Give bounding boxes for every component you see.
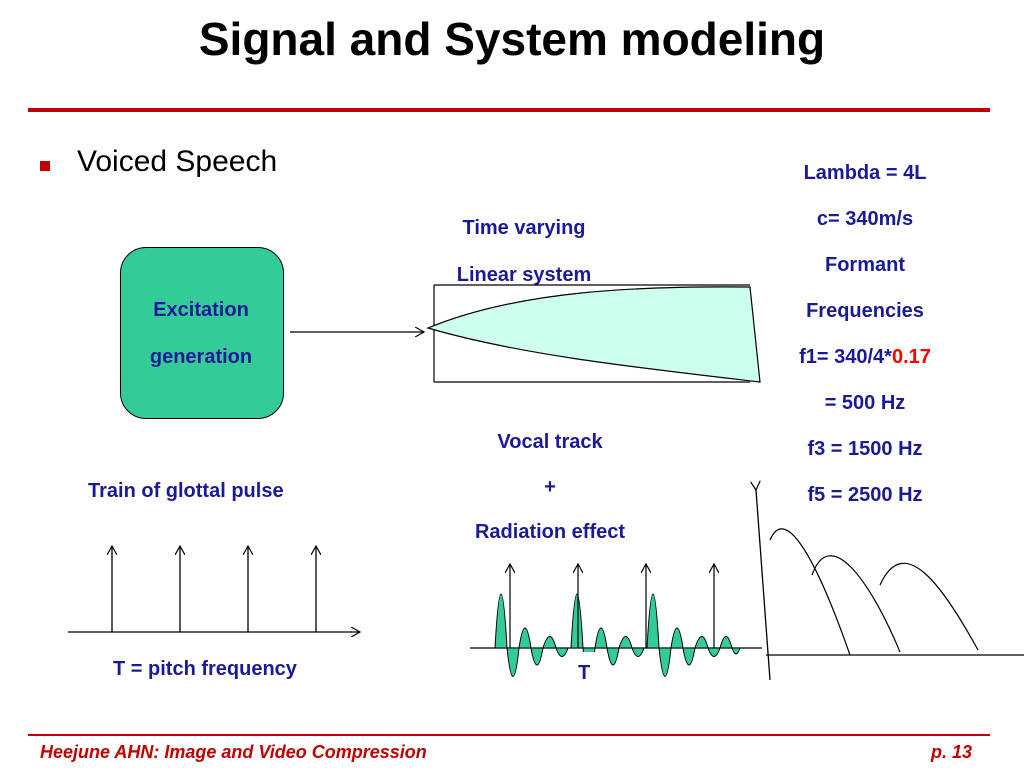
spectrum-envelope [756,490,1024,681]
vocal-line1: Vocal track [497,431,603,453]
title-divider [28,108,990,112]
formant-line4: Frequencies [806,300,924,322]
slide-title: Signal and System modeling [198,13,826,65]
excitation-line2: generation [149,346,253,368]
formant-line8: f5 = 2500 Hz [807,484,923,506]
formant-line3: Formant [825,254,905,276]
formant-line2: c= 340m/s [816,208,914,230]
vocal-line2: + [544,476,556,498]
vocal-tract-shape [426,284,761,383]
excitation-label: Excitation generation [120,287,282,381]
excitation-line1: Excitation [153,299,249,321]
formant-peak-1 [769,528,851,656]
formant-f1-prefix: f1= 340/4* [799,346,892,368]
glottal-pulse-label: Train of glottal pulse [88,480,284,502]
formant-line7: f3 = 1500 Hz [807,438,923,460]
pitch-label: T = pitch frequency [113,658,297,680]
formant-line6: = 500 Hz [824,392,906,414]
formant-peak-3 [879,562,979,651]
spectrum-vertical-axis [756,490,771,681]
formant-line1: Lambda = 4L [803,162,927,184]
formant-info: Lambda = 4L c= 340m/s Formant Frequencie… [760,150,970,518]
linear-system-label: Time varying Linear system [424,205,624,299]
bullet-square-icon [40,161,50,171]
linear-system-line2: Linear system [456,264,592,286]
waveform-label-backdrop [575,652,599,686]
footer-course: Heejune AHN: Image and Video Compression [40,742,427,762]
waveform-period-label: T [578,662,590,684]
formant-f1-factor: 0.17 [891,346,931,368]
bullet-text: Voiced Speech [77,145,278,178]
speech-waveform: T [470,564,762,686]
excitation-box [120,247,284,419]
vocal-line3: Radiation effect [474,521,626,543]
footer-page-number: p. 13 [930,742,972,762]
glottal-pulse-train [68,546,360,632]
formant-line5: f1= 340/4*0.17 [760,334,970,380]
formant-peak-2 [811,555,901,653]
linear-system-line1: Time varying [462,217,586,239]
footer-divider [28,734,990,736]
vocal-track-label: Vocal track + Radiation effect [440,420,660,555]
